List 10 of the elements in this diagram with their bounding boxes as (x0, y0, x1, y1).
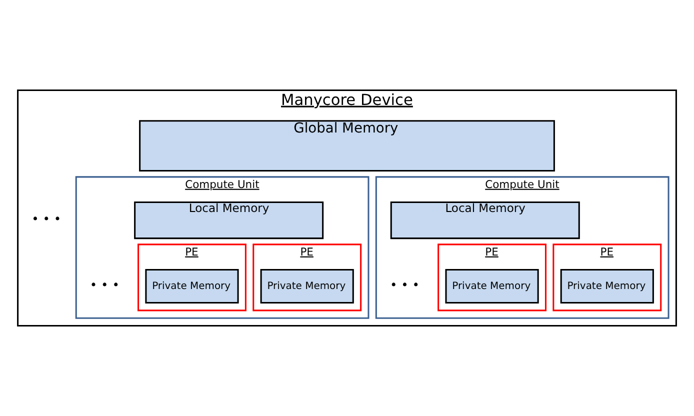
label: • • • (390, 278, 420, 292)
node-box: Private Memory (560, 269, 654, 304)
node-box: Private Memory (445, 269, 539, 304)
node-box: Local Memory (134, 201, 324, 240)
node-box: Private Memory (260, 269, 354, 304)
node-box: Global Memory (139, 120, 555, 172)
label: • • • (90, 278, 120, 292)
label: • • • (32, 212, 62, 226)
node-box: Local Memory (390, 201, 580, 240)
node-box: Private Memory (145, 269, 239, 304)
